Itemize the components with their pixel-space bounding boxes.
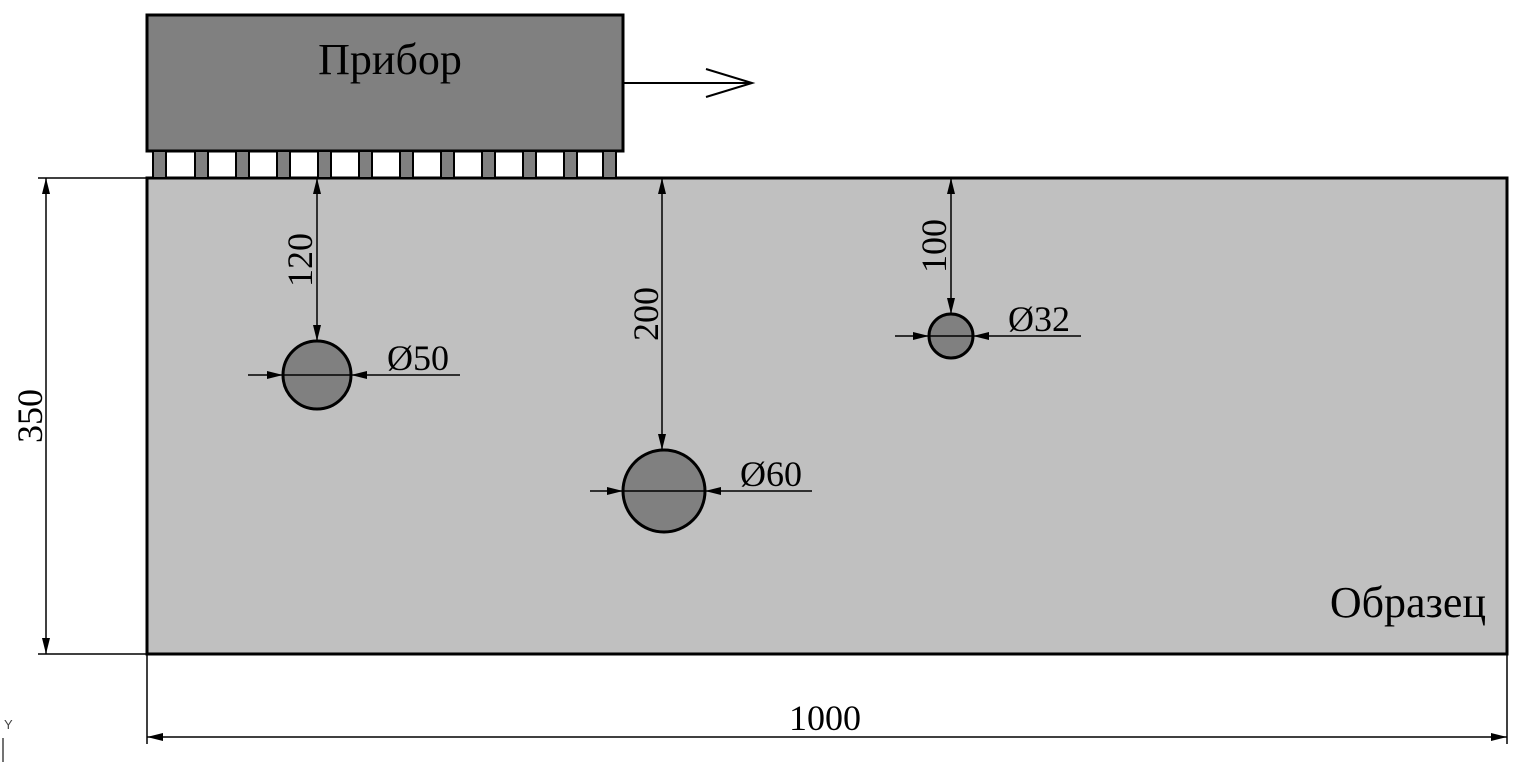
depth-dimension-100 bbox=[947, 178, 955, 314]
sensor bbox=[481, 150, 496, 179]
diameter-value-32: Ø32 bbox=[1008, 299, 1070, 339]
sensor bbox=[522, 150, 537, 179]
depth-value-100: 100 bbox=[914, 219, 954, 273]
sensor bbox=[602, 150, 617, 179]
sensor bbox=[194, 150, 209, 179]
sensor bbox=[317, 150, 332, 179]
specimen-label: Образец bbox=[1330, 578, 1486, 627]
height-dimension bbox=[38, 177, 147, 655]
specimen-block bbox=[145, 176, 1509, 656]
diameter-dimension-32 bbox=[895, 332, 1081, 340]
sensor bbox=[152, 150, 167, 179]
sensor bbox=[276, 150, 291, 179]
height-value: 350 bbox=[10, 389, 50, 443]
sensor bbox=[440, 150, 455, 179]
axis-label: Y bbox=[4, 717, 13, 732]
device-label: Прибор bbox=[318, 35, 462, 84]
diameter-dimension-60 bbox=[590, 487, 812, 495]
device-body bbox=[145, 13, 625, 153]
width-value: 1000 bbox=[789, 698, 861, 738]
sensor bbox=[399, 150, 414, 179]
diameter-dimension-50 bbox=[248, 371, 460, 379]
axis-indicator: Y bbox=[2, 717, 13, 762]
device-sensors bbox=[152, 150, 617, 179]
depth-dimension-200 bbox=[658, 178, 666, 450]
diameter-value-50: Ø50 bbox=[387, 338, 449, 378]
sensor bbox=[358, 150, 373, 179]
depth-dimension-120 bbox=[313, 178, 321, 341]
depth-value-200: 200 bbox=[626, 287, 666, 341]
sensor bbox=[563, 150, 578, 179]
width-dimension bbox=[146, 654, 1508, 744]
diameter-value-60: Ø60 bbox=[740, 454, 802, 494]
sensor bbox=[235, 150, 250, 179]
movement-arrow bbox=[623, 68, 756, 98]
depth-value-120: 120 bbox=[280, 233, 320, 287]
